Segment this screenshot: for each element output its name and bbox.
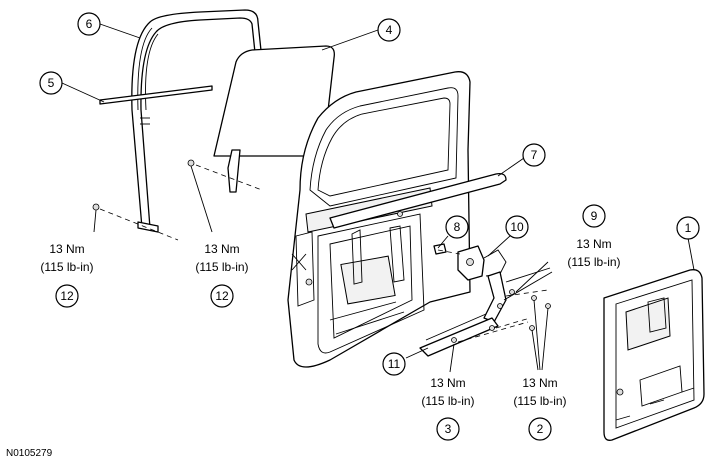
callout-8: 8 bbox=[445, 215, 469, 239]
torque-left-nm: 13 Nm bbox=[49, 242, 84, 256]
callout-3-label: 3 bbox=[445, 422, 452, 436]
outer-belt-weatherstrip bbox=[99, 85, 213, 105]
torque-spec-mid: 13 Nm (115 lb-in) bbox=[195, 242, 248, 274]
callout-11: 11 bbox=[382, 352, 406, 376]
torque-mid-nm: 13 Nm bbox=[204, 242, 239, 256]
torque-spec-3: 13 Nm (115 lb-in) bbox=[421, 376, 474, 408]
callout-12-mid-label: 12 bbox=[215, 289, 229, 303]
callout-6: 6 bbox=[77, 12, 101, 36]
callout-8-label: 8 bbox=[454, 220, 461, 234]
torque-spec-left: 13 Nm (115 lb-in) bbox=[40, 242, 93, 274]
regulator-bolts bbox=[451, 295, 551, 343]
window-regulator bbox=[419, 271, 515, 357]
callout-10-label: 10 bbox=[510, 220, 524, 234]
torque-left-lbin: (115 lb-in) bbox=[40, 260, 93, 274]
door-latch bbox=[457, 245, 507, 281]
rear-glass-channel bbox=[227, 149, 241, 193]
torque-3-nm: 13 Nm bbox=[430, 376, 465, 390]
door-trim-panel bbox=[603, 269, 705, 441]
torque-9-lbin: (115 lb-in) bbox=[567, 255, 620, 269]
callout-7-label: 7 bbox=[531, 148, 538, 162]
alignment-lines bbox=[99, 164, 549, 343]
callout-2-label: 2 bbox=[537, 422, 544, 436]
callout-9: 9 bbox=[582, 204, 606, 228]
callout-12-mid: 12 bbox=[210, 284, 234, 308]
callout-3: 3 bbox=[436, 417, 460, 441]
callout-2: 2 bbox=[528, 417, 552, 441]
callout-5: 5 bbox=[39, 71, 63, 95]
glass-run-bolt bbox=[92, 203, 100, 211]
callout-4-label: 4 bbox=[386, 23, 393, 37]
callout-7: 7 bbox=[522, 143, 546, 167]
callout-6-label: 6 bbox=[86, 17, 93, 31]
callout-4: 4 bbox=[377, 18, 401, 42]
callout-10: 10 bbox=[505, 215, 529, 239]
torque-spec-9: 13 Nm (115 lb-in) bbox=[567, 237, 620, 269]
torque-3-lbin: (115 lb-in) bbox=[421, 394, 474, 408]
callout-9-label: 9 bbox=[591, 209, 598, 223]
callout-5-label: 5 bbox=[48, 76, 55, 90]
callout-1-label: 1 bbox=[685, 221, 692, 235]
torque-9-nm: 13 Nm bbox=[576, 237, 611, 251]
inner-belt-weatherstrip bbox=[329, 172, 507, 229]
torque-spec-2: 13 Nm (115 lb-in) bbox=[513, 376, 566, 408]
callout-1: 1 bbox=[676, 216, 700, 240]
leader-lines bbox=[61, 23, 695, 373]
glass-channel-bolt bbox=[187, 159, 195, 167]
torque-2-lbin: (115 lb-in) bbox=[513, 394, 566, 408]
figure-id: N0105279 bbox=[6, 448, 53, 459]
callout-12-left: 12 bbox=[55, 284, 79, 308]
callout-12-left-label: 12 bbox=[60, 289, 74, 303]
callout-11-label: 11 bbox=[388, 357, 401, 371]
torque-2-nm: 13 Nm bbox=[522, 376, 557, 390]
torque-mid-lbin: (115 lb-in) bbox=[195, 260, 248, 274]
